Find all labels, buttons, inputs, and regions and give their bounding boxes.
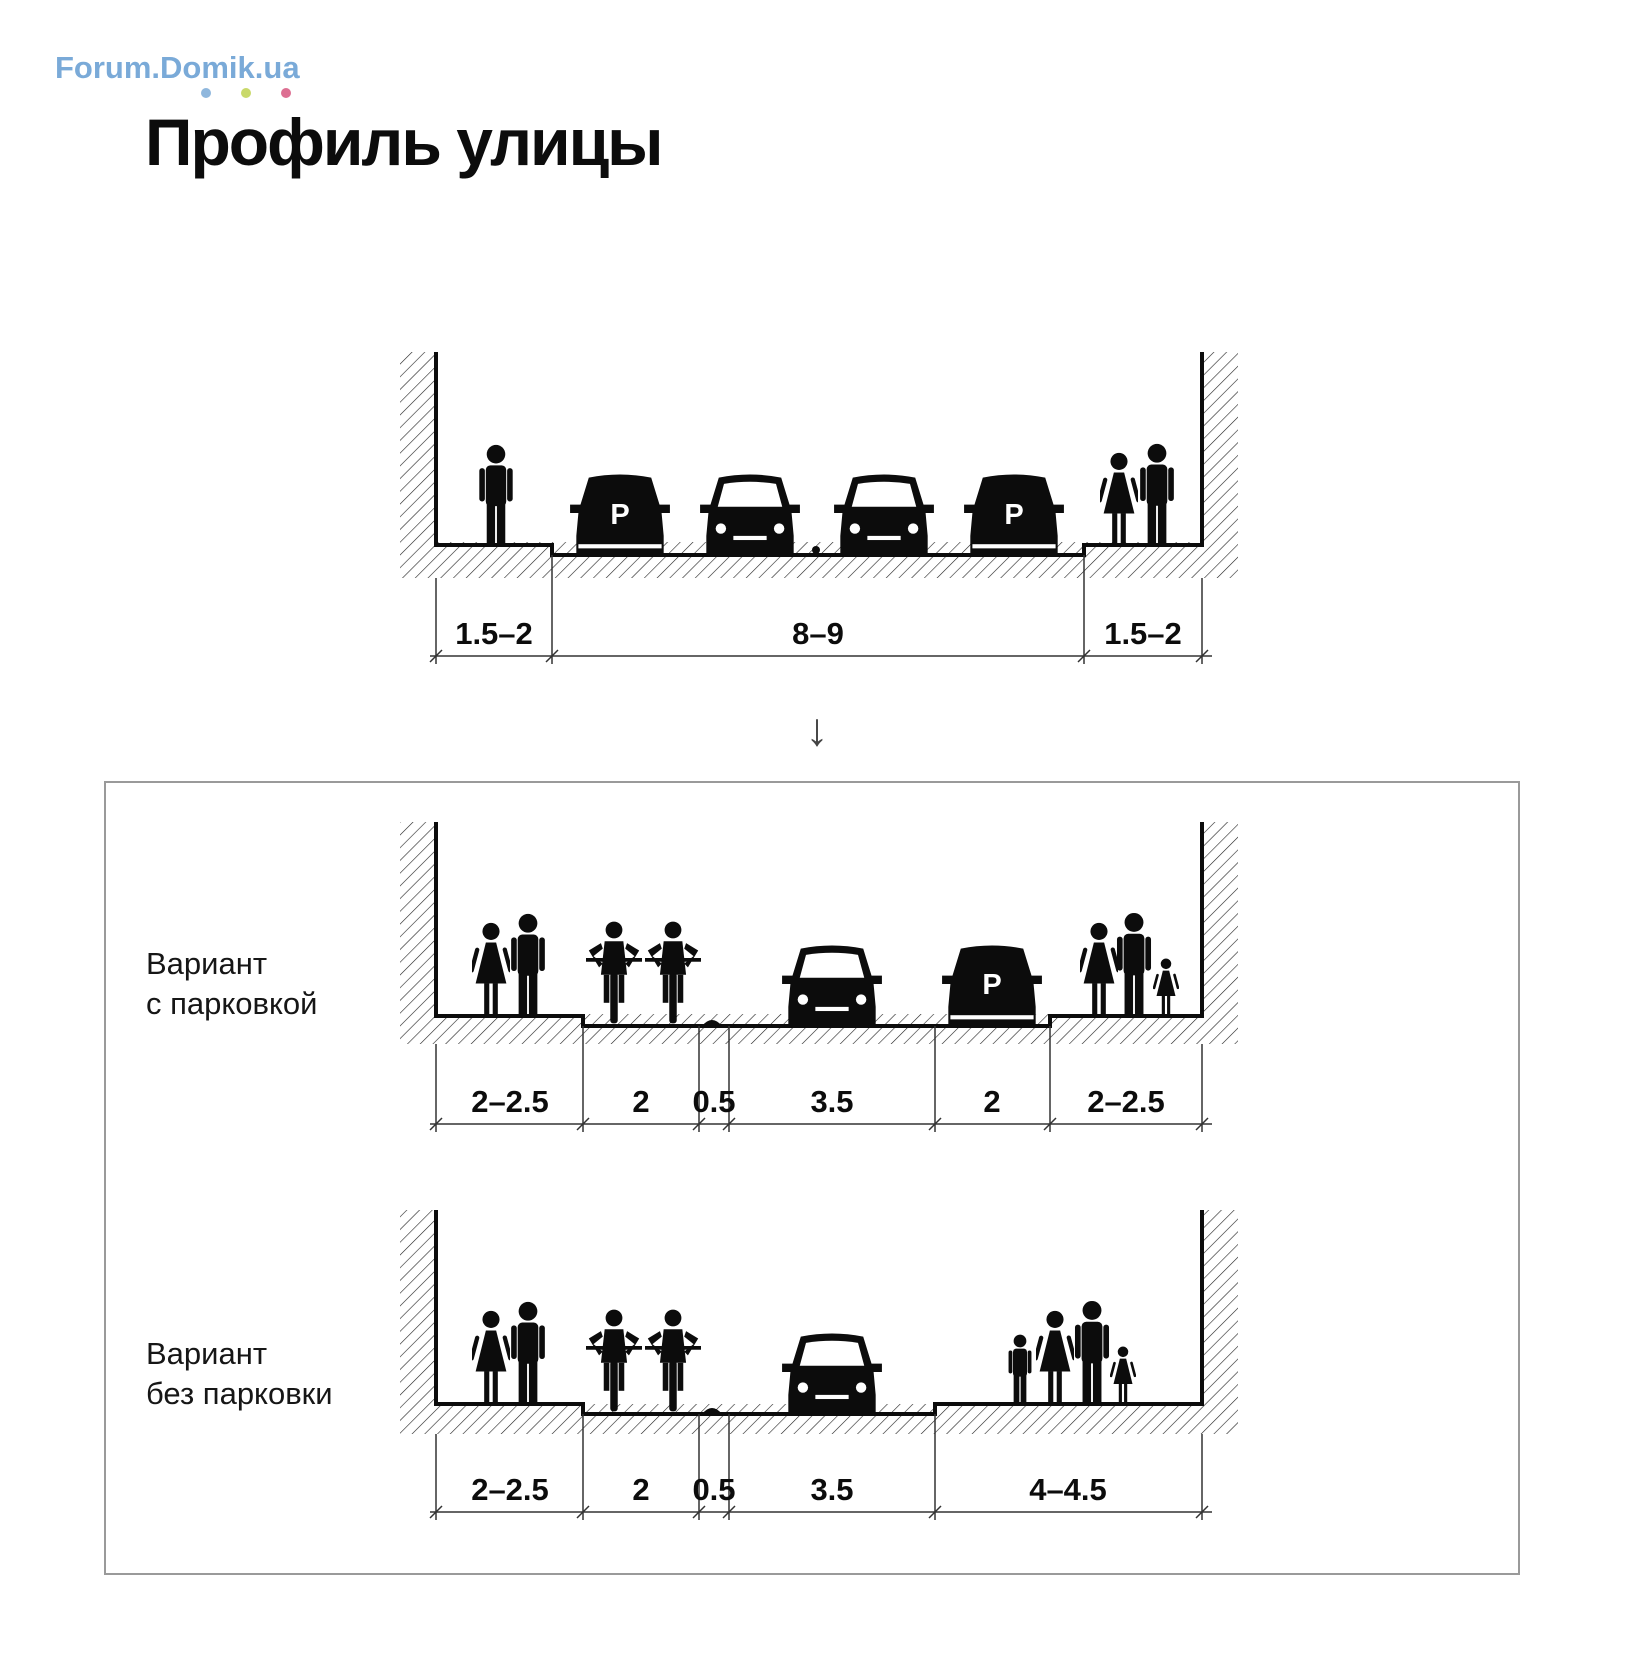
dimension-label: 8–9 [792,616,844,651]
forum-domik-logo: Forum.Domik.ua [55,50,345,100]
dimension-label: 0.5 [692,1472,735,1507]
variant-parking-label: Вариант с парковкой [146,944,317,1024]
dimension-label: 3.5 [810,1472,853,1507]
page-title: Профиль улицы [145,105,664,179]
cyclist-icon [586,1309,642,1412]
logo-dot-pink [281,88,291,98]
variant-label-line: с парковкой [146,986,318,1021]
variant-label-line: без парковки [146,1376,333,1411]
dimension-label: 4–4.5 [1029,1472,1107,1507]
logo-dots [143,88,291,102]
car-icon [834,474,934,555]
logo-dot-blue [201,88,211,98]
logo-text: Forum.Domik.ua [55,50,300,85]
dimension-label: 2–2.5 [471,1084,549,1119]
dimension-label: 2 [632,1084,649,1119]
dimension-label: 2–2.5 [471,1472,549,1507]
down-arrow-icon: ↓ [806,703,829,755]
car-icon [782,1333,882,1414]
dimension-label: 0.5 [692,1084,735,1119]
cyclist-icon [586,921,642,1024]
variant-label-line: Вариант [146,946,268,981]
dimension-label: 3.5 [810,1084,853,1119]
parking-sign: P [610,499,629,531]
dimension-label: 2 [983,1084,1000,1119]
variant-parking-section: P 2–2.5 2 0.5 3.5 2 2–2.5 [400,822,1238,1132]
cyclist-icon [645,921,701,1024]
car-icon [700,474,800,555]
current-profile-section: P P 1.5–2 8–9 1.5–2 [400,352,1238,664]
parking-sign: P [1004,499,1023,531]
logo-dot-green [241,88,251,98]
dimension-label: 1.5–2 [1104,616,1182,651]
variant-no-parking-label: Вариант без парковки [146,1334,333,1414]
cyclist-icon [645,1309,701,1412]
parking-sign: P [982,969,1001,1001]
dimension-label: 2–2.5 [1087,1084,1165,1119]
proposal-frame [104,781,1520,1575]
variant-no-parking-section: 2–2.5 2 0.5 3.5 4–4.5 [400,1210,1238,1520]
car-icon [782,945,882,1026]
variant-label-line: Вариант [146,1336,268,1371]
dimension-label: 1.5–2 [455,616,533,651]
dimension-label: 2 [632,1472,649,1507]
